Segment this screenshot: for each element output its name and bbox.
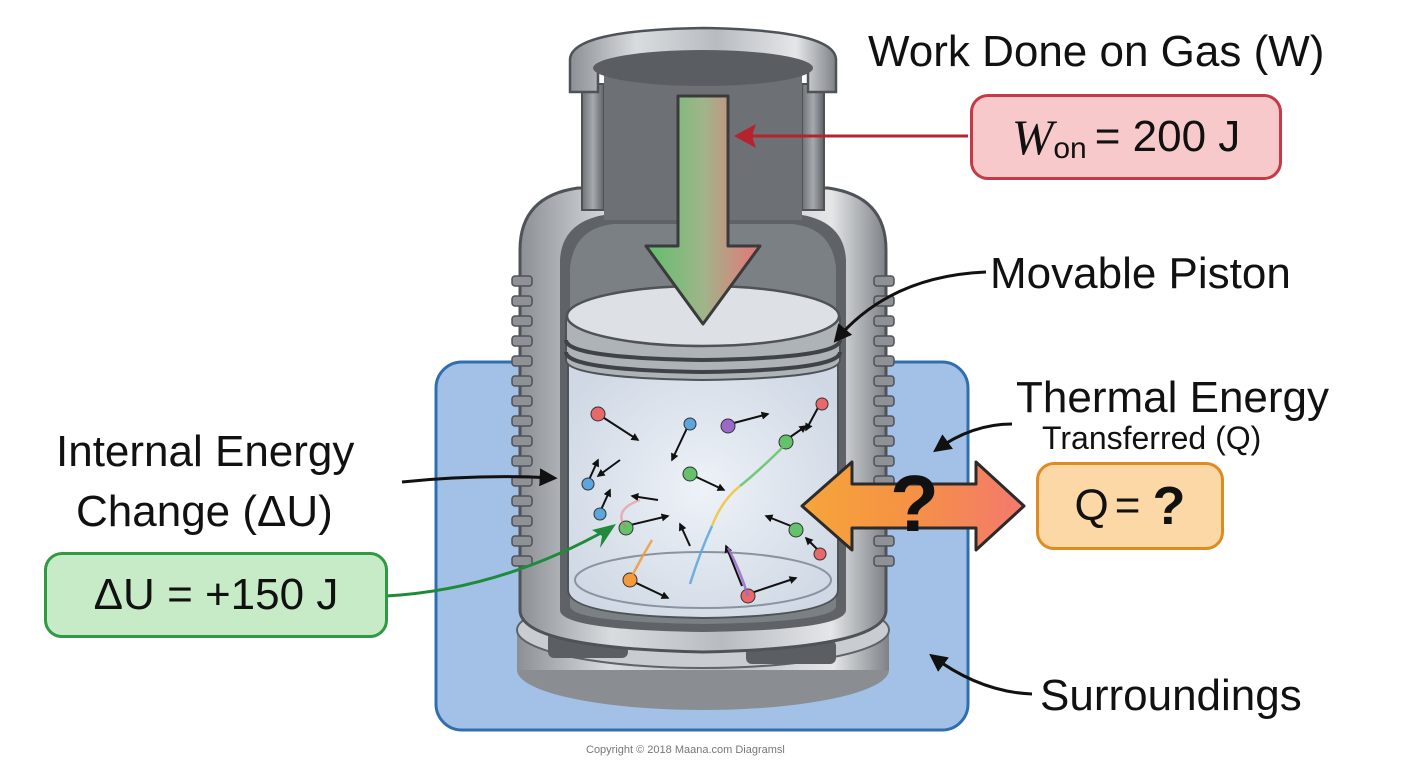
work-value: = 200 J (1094, 112, 1241, 161)
work-subscript: on (1053, 132, 1087, 165)
thermal-energy-title: Thermal Energy (1016, 373, 1330, 422)
thermal-leader-arrow (933, 422, 1013, 453)
q-symbol: Q (1074, 481, 1109, 530)
surroundings-leader-arrow (929, 653, 1033, 696)
work-symbol: W (1011, 109, 1054, 165)
delta-u-value: = +150 J (167, 570, 339, 619)
internal-energy-title: Internal Energy (56, 427, 355, 476)
delta-u-value-box: ΔU = +150 J (44, 552, 388, 638)
q-value-box: Q=? (1036, 462, 1224, 550)
movable-piston-label: Movable Piston (990, 249, 1291, 298)
thermal-energy-subtitle: Transferred (Q) (1042, 420, 1262, 456)
internal-leader-arrow (401, 468, 558, 487)
gas-molecules (581, 397, 829, 604)
work-down-arrow-icon (644, 94, 762, 326)
work-leader-head (734, 124, 756, 148)
surroundings-label: Surroundings (1040, 671, 1302, 720)
gas-chamber (567, 359, 839, 620)
delta-u-symbol: ΔU (93, 570, 155, 619)
heat-double-arrow-icon (800, 460, 1026, 552)
work-done-title: Work Done on Gas (W) (868, 27, 1325, 76)
piston-leader-arrow (833, 270, 987, 343)
du-leader-arrow (385, 526, 611, 598)
copyright-text: Copyright © 2018 Maana.com Diagramsl (586, 744, 785, 756)
q-equals: = (1114, 481, 1141, 530)
q-value: ? (1152, 476, 1186, 536)
heat-question-mark: ? (890, 459, 939, 548)
du-leader-head (592, 524, 616, 548)
internal-energy-subtitle: Change (ΔU) (76, 487, 333, 536)
